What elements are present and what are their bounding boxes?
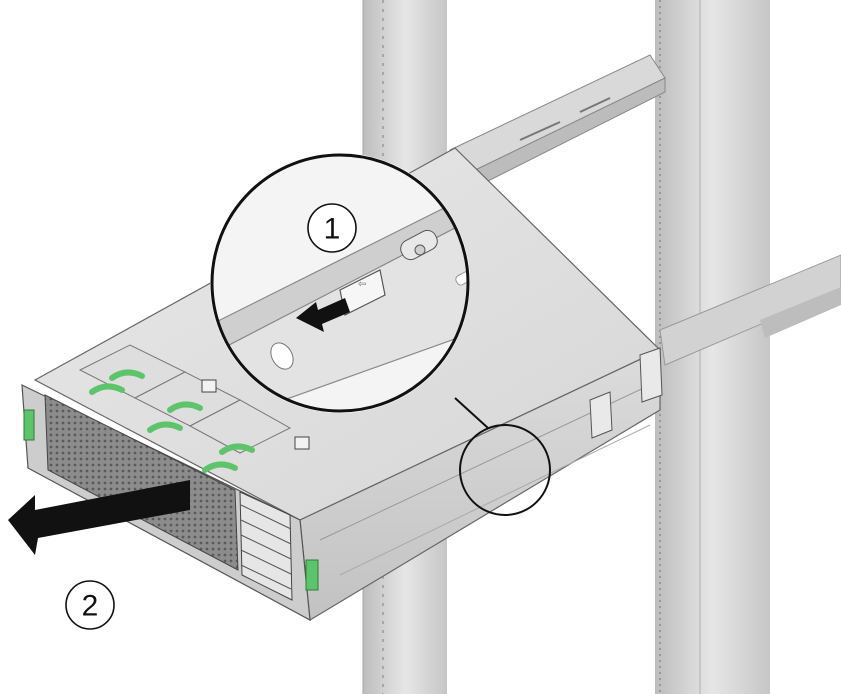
callout-1: 1 xyxy=(307,203,357,253)
zoom-inset: ⇦ xyxy=(210,153,470,413)
latch xyxy=(400,229,438,261)
pull-arrow-icon xyxy=(8,480,190,555)
detail-highlight-circle xyxy=(459,424,551,516)
push-arrow-icon xyxy=(296,298,350,332)
callout-2: 2 xyxy=(65,580,115,630)
front-handle-right xyxy=(305,559,319,591)
leader-line xyxy=(454,397,489,429)
slide-rail-upper xyxy=(449,54,666,191)
callout-2-number: 2 xyxy=(82,590,99,623)
front-handle-left xyxy=(23,409,35,441)
drive-bays xyxy=(239,491,293,601)
svg-text:⇦: ⇦ xyxy=(358,279,366,290)
callout-1-number: 1 xyxy=(324,213,341,246)
fan-modules xyxy=(78,344,292,473)
slide-rail-lower xyxy=(659,254,841,366)
